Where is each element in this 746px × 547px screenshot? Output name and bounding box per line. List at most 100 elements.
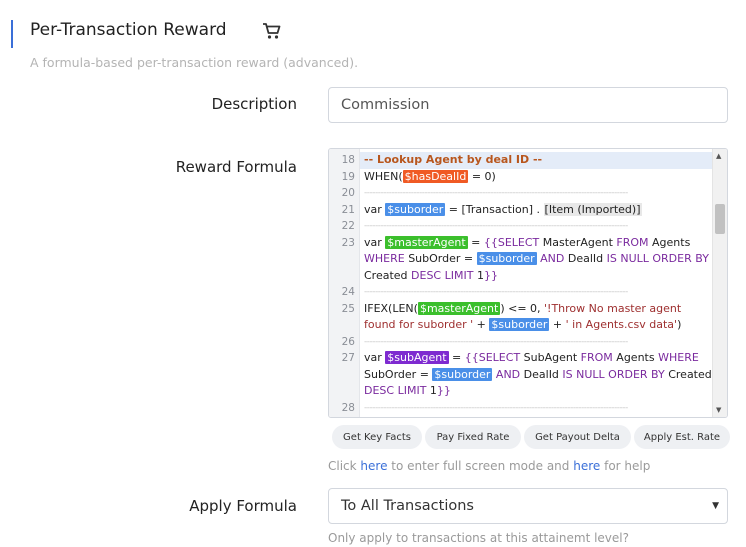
- sql-keyword: AND: [495, 367, 521, 381]
- shopping-cart-icon: [263, 23, 281, 39]
- fullscreen-link[interactable]: here: [360, 459, 388, 473]
- scrollbar-thumb[interactable]: [715, 204, 725, 234]
- apply-formula-label: Apply Formula: [189, 497, 297, 515]
- section-title: Per-Transaction Reward: [30, 20, 227, 40]
- variable-token[interactable]: $subAgent: [385, 351, 449, 364]
- code-line[interactable]: 26 -------------------------------------…: [329, 334, 713, 351]
- code-text: = 0): [468, 169, 496, 183]
- description-input[interactable]: [328, 87, 728, 123]
- code-text: +: [473, 318, 490, 331]
- sql-keyword: IS NULL ORDER BY: [606, 252, 709, 265]
- variable-token[interactable]: $suborder: [385, 202, 446, 216]
- section-subtitle: A formula-based per-transaction reward (…: [30, 55, 359, 70]
- reward-formula-label: Reward Formula: [175, 158, 297, 176]
- separator-line: ----------------------------------------…: [364, 221, 628, 231]
- code-text: MasterAgent: [539, 235, 617, 249]
- code-line[interactable]: 21 var $suborder = [Transaction] . [Item…: [329, 202, 713, 219]
- line-number: 20: [341, 187, 355, 199]
- code-comment: -- Lookup Agent by deal ID --: [364, 153, 543, 166]
- code-line[interactable]: 23 var $masterAgent = {{SELECT MasterAge…: [329, 235, 713, 285]
- code-text: var: [364, 202, 386, 216]
- variable-token[interactable]: $hasDealId: [402, 169, 469, 183]
- code-brace: {{: [464, 351, 479, 364]
- code-text: =: [467, 235, 484, 249]
- code-text: 1: [473, 268, 484, 282]
- code-text: DealId: [520, 367, 563, 381]
- help-text-part: for help: [600, 459, 651, 473]
- separator-line: ----------------------------------------…: [364, 336, 628, 347]
- apply-formula-selected-value: To All Transactions: [341, 498, 474, 514]
- field-token: [Transaction]: [461, 202, 534, 216]
- help-text-part: to enter full screen mode and: [387, 459, 574, 473]
- code-text: .: [533, 202, 544, 216]
- code-text: SubAgent: [520, 351, 581, 364]
- line-number: 27: [341, 352, 355, 364]
- code-text: ) <= 0,: [500, 301, 545, 315]
- variable-token[interactable]: $masterAgent: [417, 301, 501, 315]
- code-line[interactable]: 25 IFEX(LEN($masterAgent) <= 0, '!Throw …: [329, 301, 713, 334]
- sql-keyword: FROM: [616, 235, 649, 249]
- code-text: WHEN(: [364, 169, 403, 183]
- code-line[interactable]: 28 -------------------------------------…: [329, 400, 713, 417]
- description-label: Description: [211, 95, 297, 113]
- sql-keyword: WHERE: [364, 252, 405, 265]
- line-number: 23: [341, 236, 355, 249]
- code-line[interactable]: 27 var $subAgent = {{SELECT SubAgent FRO…: [329, 350, 713, 400]
- variable-token[interactable]: $suborder: [489, 318, 550, 331]
- code-text: IFEX(LEN(: [364, 301, 418, 315]
- line-number: 28: [341, 401, 355, 414]
- sql-keyword: FROM: [580, 351, 613, 364]
- separator-line: ----------------------------------------…: [364, 402, 628, 413]
- apply-est-rate-button[interactable]: Apply Est. Rate: [634, 425, 730, 449]
- code-line[interactable]: 19 WHEN($hasDealId = 0): [329, 169, 713, 186]
- editor-help-text: Click here to enter full screen mode and…: [328, 459, 650, 473]
- get-key-facts-button[interactable]: Get Key Facts: [332, 425, 422, 449]
- help-link[interactable]: here: [573, 459, 601, 473]
- string-literal: '!Throw No master agent found for subord…: [364, 301, 682, 332]
- separator-line: ----------------------------------------…: [364, 287, 628, 297]
- field-token: [Item (Imported)]: [543, 202, 642, 216]
- pay-fixed-rate-button[interactable]: Pay Fixed Rate: [425, 425, 521, 449]
- code-line[interactable]: 24 -------------------------------------…: [329, 284, 713, 301]
- get-payout-delta-button[interactable]: Get Payout Delta: [524, 425, 631, 449]
- dropdown-caret-icon: ▼: [712, 501, 719, 511]
- code-text: Agents: [612, 351, 659, 364]
- formula-editor[interactable]: 18 -- Lookup Agent by deal ID -- 19 WHEN…: [328, 148, 728, 418]
- code-text: var: [364, 351, 386, 364]
- variable-token[interactable]: $suborder: [476, 252, 537, 265]
- help-text-part: Click: [328, 459, 361, 473]
- apply-formula-hint: Only apply to transactions at this attai…: [328, 531, 629, 545]
- sql-keyword: SELECT: [497, 235, 540, 249]
- sql-keyword: DESC LIMIT: [364, 384, 427, 397]
- code-text: SubOrder =: [364, 367, 433, 381]
- code-text: =: [448, 351, 465, 364]
- apply-formula-select[interactable]: To All Transactions ▼: [328, 488, 728, 524]
- code-line[interactable]: 22 -------------------------------------…: [329, 218, 713, 235]
- section-accent-bar: [11, 20, 13, 48]
- sql-keyword: SELECT: [478, 351, 521, 364]
- code-brace: }}: [483, 268, 498, 282]
- code-line[interactable]: 18 -- Lookup Agent by deal ID --: [329, 152, 713, 169]
- sql-keyword: DESC LIMIT: [411, 268, 474, 282]
- scroll-down-arrow-icon[interactable]: ▼: [716, 406, 722, 414]
- line-number: 19: [341, 170, 355, 183]
- code-brace: }}: [436, 384, 451, 397]
- line-number: 21: [341, 203, 355, 216]
- string-literal: ' in Agents.csv data': [565, 318, 678, 331]
- code-text: var: [364, 235, 386, 249]
- variable-token[interactable]: $masterAgent: [385, 235, 468, 249]
- line-number: 24: [341, 286, 355, 298]
- code-brace: {{: [483, 235, 498, 249]
- code-text: =: [445, 202, 462, 216]
- line-number: 22: [341, 220, 355, 232]
- scroll-up-arrow-icon[interactable]: ▲: [716, 152, 722, 160]
- line-number: 26: [341, 335, 355, 348]
- sql-keyword: IS NULL ORDER BY: [562, 367, 665, 381]
- variable-token[interactable]: $suborder: [432, 367, 493, 381]
- code-text: SubOrder =: [404, 252, 477, 265]
- code-text: Agents: [648, 235, 691, 249]
- code-line[interactable]: 20 -------------------------------------…: [329, 185, 713, 202]
- code-text: DealId: [564, 252, 607, 265]
- sql-keyword: WHERE: [658, 351, 699, 364]
- editor-scrollbar[interactable]: ▲ ▼: [712, 149, 727, 417]
